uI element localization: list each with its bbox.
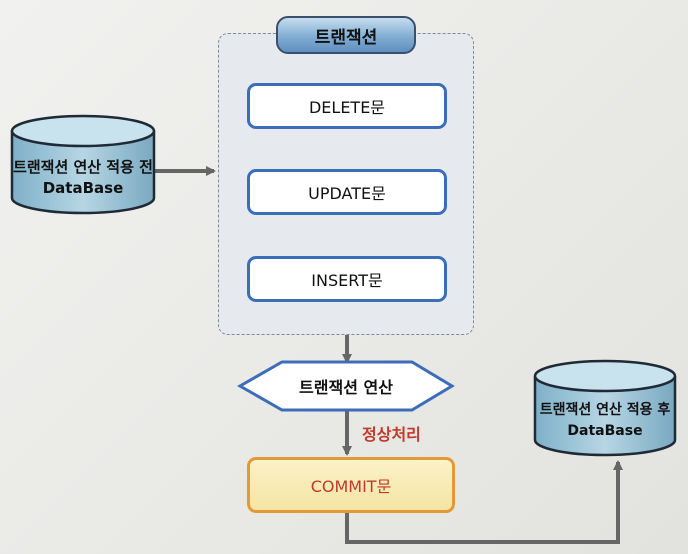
db-before-label: 트랜잭션 연산 적용 전 DataBase: [12, 157, 154, 199]
db-after-label: 트랜잭션 연산 적용 후 DataBase: [535, 400, 675, 442]
commit-statement-box: COMMIT문: [247, 457, 455, 513]
db-after-line1: 트랜잭션 연산 적용 후: [539, 402, 671, 418]
delete-statement-box: DELETE문: [247, 83, 447, 129]
transaction-title: 트랜잭션: [276, 16, 416, 54]
decision-label: 트랜잭션 연산: [299, 378, 393, 397]
db-before-cylinder: [10, 114, 156, 215]
insert-statement-box: INSERT문: [247, 256, 447, 302]
db-before-line1: 트랜잭션 연산 적용 전: [13, 158, 153, 176]
decision-shape: [236, 360, 455, 412]
update-statement-box: UPDATE문: [247, 169, 447, 215]
db-after-line2: DataBase: [567, 423, 643, 439]
arrow-commit-to-db: [345, 460, 623, 544]
db-after-cylinder: [533, 359, 677, 457]
db-before-line2: DataBase: [42, 179, 124, 197]
normal-processing-label: 정상처리: [362, 425, 421, 444]
